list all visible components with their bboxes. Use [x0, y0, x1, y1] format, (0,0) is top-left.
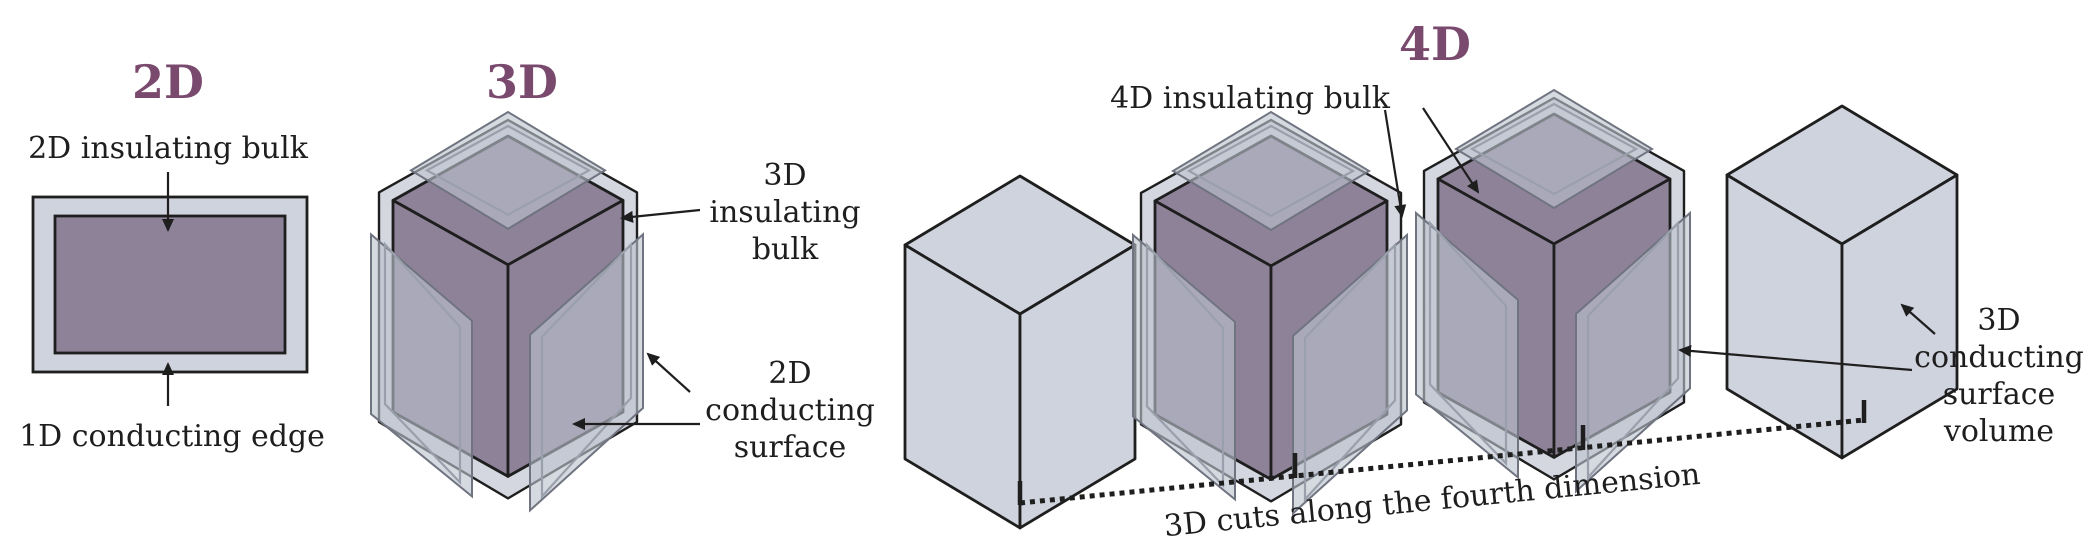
axis-dotted-line — [1019, 417, 1865, 506]
svg-text:surface: surface — [1943, 377, 2056, 412]
insulating-bulk-rect — [53, 214, 287, 355]
right-surface-pane — [1575, 210, 1691, 494]
svg-text:3D: 3D — [763, 158, 806, 193]
arrow-4d-bulk-b — [1422, 107, 1480, 194]
svg-text:3D: 3D — [1977, 303, 2020, 338]
arrow-3d-bulk — [620, 208, 701, 223]
top-surface-pane — [1454, 88, 1654, 210]
top-surface-inset — [1469, 102, 1639, 196]
label-3d-conducting-surface-volume: 3D conducting surface volume — [1914, 303, 2084, 449]
panel-4d: 4D 4D insulating bulk 3D conducting surf… — [903, 17, 2084, 544]
left-surface-inset — [1428, 220, 1508, 467]
top-surface-pane — [409, 110, 607, 230]
bulk-cube-middle-left — [1132, 110, 1408, 516]
arrow-4d-bulk-a — [1383, 109, 1407, 218]
left-surface-pane — [1415, 210, 1519, 480]
right-surface-inset — [1586, 220, 1680, 481]
top-surface-inset — [424, 124, 592, 217]
label-3d-insulating-bulk: 3D insulating bulk — [709, 158, 860, 267]
svg-text:insulating: insulating — [709, 195, 860, 230]
left-surface-pane — [370, 232, 473, 499]
heading-4d: 4D — [1399, 17, 1471, 71]
svg-text:conducting: conducting — [1914, 340, 2084, 375]
right-surface-pane — [529, 232, 644, 513]
surface-cube-right — [1725, 104, 1959, 460]
panel-2d: 2D 2D insulating bulk 1D conducting edge — [19, 55, 325, 454]
label-2d-insulating-bulk: 2D insulating bulk — [28, 131, 309, 166]
svg-text:surface: surface — [734, 430, 847, 465]
left-surface-inset — [383, 241, 462, 486]
arrow-3d-surface-a — [646, 352, 691, 393]
bulk-cube-middle-right — [1415, 88, 1691, 494]
arrow-3d-volume-a — [1900, 303, 1936, 335]
top-surface-pane — [1171, 110, 1371, 232]
right-surface-inset — [1303, 242, 1397, 503]
cube-right-face — [1018, 243, 1137, 530]
svg-text:2D: 2D — [768, 356, 811, 391]
svg-text:volume: volume — [1943, 414, 2054, 449]
svg-text:conducting: conducting — [705, 393, 875, 428]
svg-text:bulk: bulk — [752, 232, 819, 267]
heading-3d: 3D — [486, 55, 558, 109]
label-4d-insulating-bulk: 4D insulating bulk — [1110, 81, 1391, 116]
top-surface-inset — [1186, 124, 1356, 218]
label-1d-conducting-edge: 1D conducting edge — [19, 419, 325, 454]
heading-2d: 2D — [132, 55, 204, 109]
cube-right-face — [1840, 173, 1959, 460]
arrow-3d-volume-b — [1678, 344, 1913, 372]
cube-3d-with-surfaces — [370, 110, 644, 513]
right-surface-inset — [540, 241, 633, 500]
label-2d-conducting-surface: 2D conducting surface — [705, 356, 875, 465]
panel-3d: 3D 3D insulating bulk 2D conducting surf… — [370, 55, 875, 513]
fourth-dimension-axis — [1017, 400, 1867, 506]
left-surface-pane — [1132, 232, 1236, 502]
surface-cube-left — [903, 174, 1137, 530]
